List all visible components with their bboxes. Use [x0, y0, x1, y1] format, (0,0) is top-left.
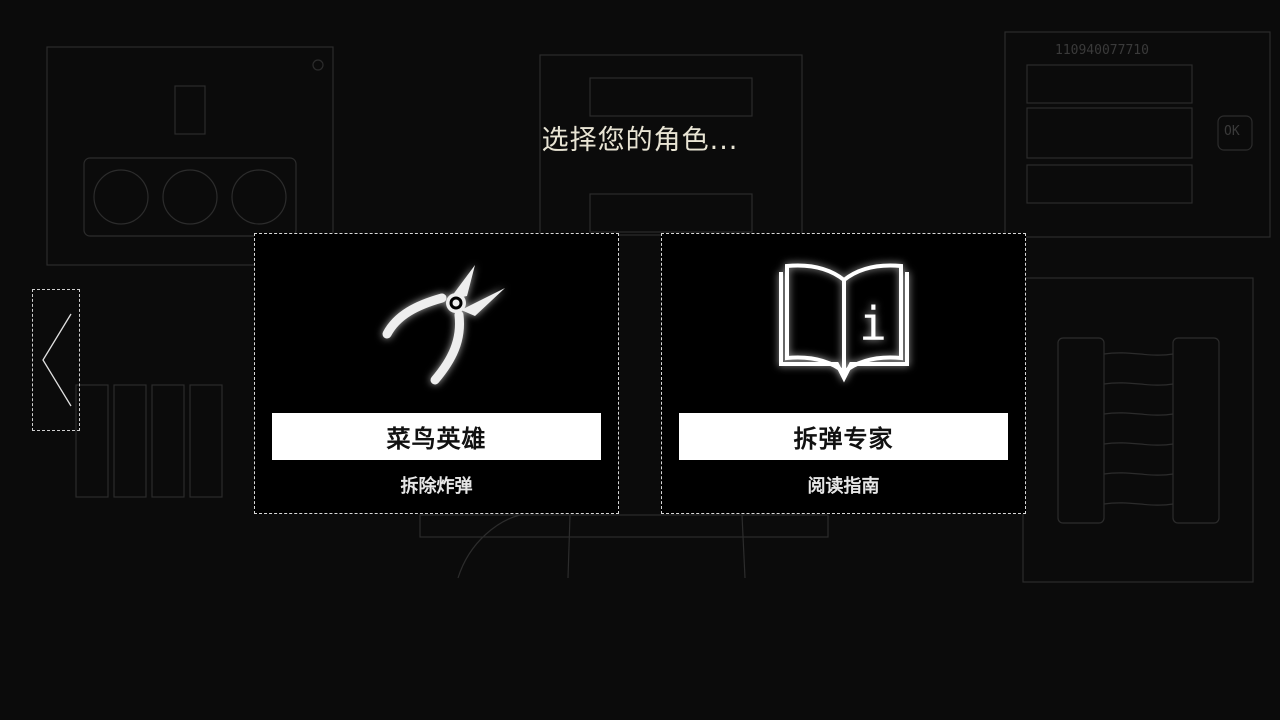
role-card-expert[interactable]: i 拆弹专家 阅读指南 — [661, 233, 1026, 514]
ok-sketch-text: OK — [1224, 124, 1240, 139]
role-subtitle: 拆除炸弹 — [400, 476, 473, 497]
svg-text:i: i — [859, 297, 887, 351]
manual-book-icon: i — [662, 260, 1025, 390]
role-card-defuser[interactable]: 菜鸟英雄 拆除炸弹 — [254, 233, 619, 514]
chevron-left-icon — [42, 313, 72, 407]
page-title: 选择您的角色... — [541, 125, 739, 156]
role-subtitle: 阅读指南 — [807, 476, 880, 497]
role-label: 拆弹专家 — [679, 413, 1008, 460]
serial-sketch-text: 110940077710 — [1055, 43, 1149, 58]
wire-cutters-icon — [255, 260, 618, 390]
back-button[interactable] — [32, 289, 80, 431]
role-label: 菜鸟英雄 — [272, 413, 601, 460]
